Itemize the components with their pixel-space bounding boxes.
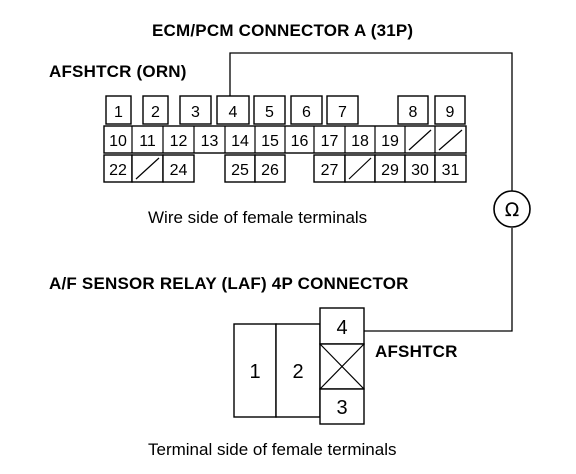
ecm-terminal-6 <box>290 95 323 125</box>
ecm-terminal-label: 29 <box>381 162 399 179</box>
ecm-blank-terminal <box>408 129 432 151</box>
ecm-terminal-31 <box>434 154 467 183</box>
ecm-terminal-label: 15 <box>261 133 279 150</box>
ecm-terminal-label: 16 <box>291 133 309 150</box>
ecm-terminal-8 <box>397 95 429 125</box>
laf-terminal-label: 3 <box>336 397 347 419</box>
ecm-terminal-2 <box>142 95 169 125</box>
ecm-terminal-4 <box>216 95 250 125</box>
ecm-terminal-label: 19 <box>381 133 399 150</box>
ecm-terminal-label: 1 <box>114 104 123 121</box>
ecm-caption: Wire side of female terminals <box>148 208 367 227</box>
laf-probe-label: AFSHTCR <box>375 342 458 361</box>
ecm-connector: 1 2 3 4 5 6 7 8 9 10 11 12 13 14 15 <box>103 95 467 183</box>
ecm-terminal-22 <box>103 154 133 183</box>
ecm-terminal-label: 6 <box>302 104 311 121</box>
ecm-terminal-3 <box>179 95 212 125</box>
ecm-terminal-label: 24 <box>170 162 188 179</box>
ecm-terminal-label: 2 <box>151 104 160 121</box>
ecm-terminal-1 <box>105 95 132 125</box>
ecm-terminal-label: 12 <box>170 133 188 150</box>
ecm-terminal-label: 25 <box>231 162 249 179</box>
ecm-connector-title: ECM/PCM CONNECTOR A (31P) <box>152 21 413 40</box>
ohm-symbol: Ω <box>505 199 520 221</box>
ecm-terminal-label: 8 <box>409 104 418 121</box>
laf-terminal-3 <box>319 388 365 425</box>
ecm-terminal-label: 31 <box>442 162 460 179</box>
laf-connector-title: A/F SENSOR RELAY (LAF) 4P CONNECTOR <box>49 274 409 293</box>
ohmmeter-icon: Ω <box>493 190 531 228</box>
ecm-terminal-25 <box>224 154 256 183</box>
laf-terminal-2 <box>275 323 321 418</box>
ecm-terminal-label: 22 <box>109 162 127 179</box>
ecm-terminal-26 <box>254 154 286 183</box>
laf-terminal-label: 4 <box>336 317 347 339</box>
laf-terminal-label: 2 <box>292 361 303 383</box>
laf-connector: 1 2 4 3 <box>233 307 365 425</box>
ecm-terminal-label: 5 <box>265 104 274 121</box>
ecm-terminal-label: 26 <box>261 162 279 179</box>
ecm-blank-terminal <box>438 129 463 151</box>
ecm-terminal-label: 4 <box>229 104 238 121</box>
ecm-terminal-label: 9 <box>446 104 455 121</box>
laf-caption: Terminal side of female terminals <box>148 440 396 459</box>
ecm-terminal-label: 3 <box>191 104 200 121</box>
ecm-terminal-label: 13 <box>201 133 219 150</box>
ecm-probe-label: AFSHTCR (ORN) <box>49 62 187 81</box>
ecm-terminal-27 <box>313 154 346 183</box>
ecm-terminal-label: 11 <box>139 133 156 150</box>
ecm-terminal-label: 17 <box>321 133 339 150</box>
ecm-terminal-label: 18 <box>351 133 369 150</box>
ecm-terminal-label: 7 <box>338 104 347 121</box>
ecm-terminal-30 <box>404 154 436 183</box>
ecm-terminal-label: 30 <box>411 162 429 179</box>
ecm-terminal-9 <box>434 95 466 125</box>
laf-terminal-label: 1 <box>249 361 260 383</box>
ecm-terminal-label: 10 <box>109 133 127 150</box>
ecm-terminal-24 <box>162 154 195 183</box>
ecm-terminal-7 <box>326 95 359 125</box>
ecm-terminal-label: 27 <box>321 162 339 179</box>
ecm-terminal-5 <box>253 95 286 125</box>
test-wire-laf-side <box>364 228 513 332</box>
ecm-terminal-label: 14 <box>231 133 249 150</box>
test-wire-ecm-side <box>229 52 513 191</box>
laf-terminal-4 <box>319 307 365 345</box>
laf-terminal-1 <box>233 323 277 418</box>
